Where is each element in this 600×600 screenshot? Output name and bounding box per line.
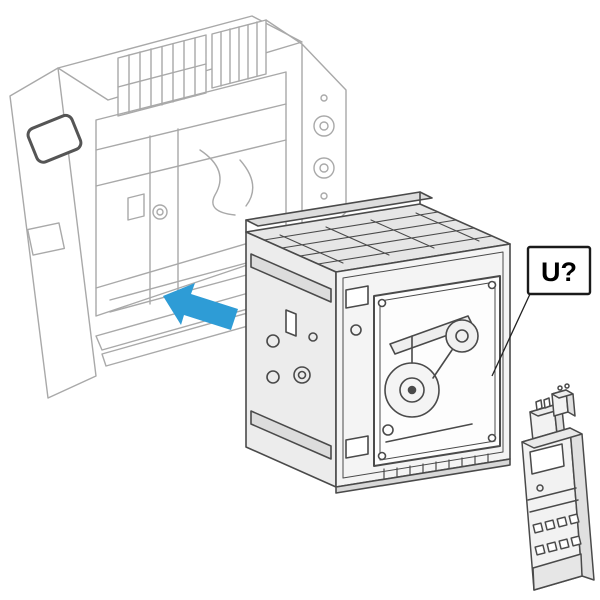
breaker-front-inner-border <box>342 251 504 479</box>
chassis-terminal-fins-left <box>117 34 207 117</box>
chassis-drawing <box>9 15 347 399</box>
accessory-bottom-band <box>532 553 583 591</box>
chassis-handle-slot <box>26 113 83 164</box>
accessory-front-details <box>527 443 579 513</box>
u-label-callout: U? <box>491 245 592 377</box>
u-label-box <box>526 245 592 296</box>
insertion-direction-arrow <box>163 283 238 330</box>
breaker-bottom-band <box>335 458 511 494</box>
u-label-text: U? <box>541 257 577 287</box>
chassis-panel-detail <box>26 222 66 256</box>
breaker-top-ridge <box>245 191 433 227</box>
breaker-top-connector-bars <box>263 211 493 265</box>
accessory-body-top <box>521 427 583 449</box>
accessory-top-blocks <box>529 383 576 442</box>
breaker-side-plate-details <box>250 253 332 460</box>
accessory-drawing <box>521 383 595 591</box>
callout-leader-line <box>491 293 531 377</box>
chassis-interior-details <box>95 71 287 317</box>
breaker-front-left-strip <box>345 285 369 459</box>
breaker-window-screws <box>377 280 497 461</box>
accessory-terminal-rows <box>532 513 582 556</box>
breaker-drawing <box>245 191 511 494</box>
chassis-terminal-fins-right <box>211 19 267 89</box>
breaker-mechanism <box>382 315 479 443</box>
